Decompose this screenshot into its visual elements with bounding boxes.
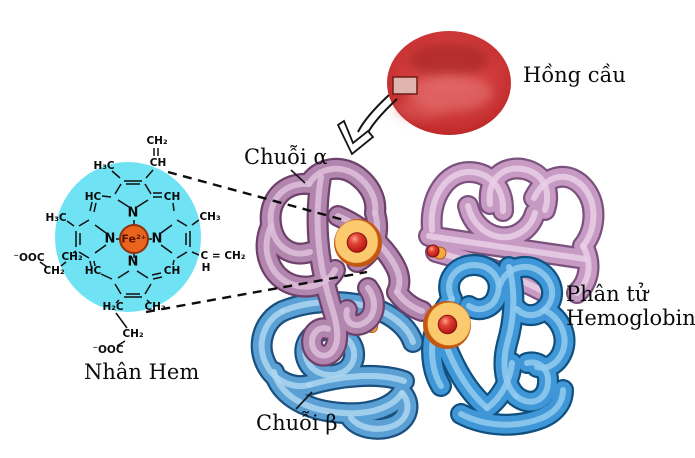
chem-label: CH bbox=[163, 264, 181, 277]
magnify-arrow bbox=[336, 94, 398, 156]
chem-label: H bbox=[201, 261, 211, 274]
chem-label: HC bbox=[84, 190, 102, 203]
label-red-blood-cell: Hồng cầu bbox=[523, 63, 626, 87]
chem-label: ⁻OOC bbox=[92, 343, 124, 356]
chem-label: H₂C bbox=[102, 300, 124, 313]
chem-label: CH₂ bbox=[146, 134, 168, 147]
red-blood-cell bbox=[387, 31, 511, 135]
label-hemoglobin-line2: Hemoglobin bbox=[566, 305, 695, 330]
chem-label: N bbox=[104, 231, 116, 247]
label-hemoglobin-line1: Phân tử bbox=[566, 282, 649, 306]
label-alpha-chain: Chuỗi α bbox=[244, 145, 328, 169]
chem-label: C = CH₂ bbox=[200, 249, 246, 262]
magnification-lines bbox=[145, 170, 368, 314]
chem-label: ⁻OOC bbox=[13, 251, 45, 264]
chem-label: CH₂ bbox=[122, 327, 144, 340]
chem-label: H₃C bbox=[45, 211, 67, 224]
heme-disk-beta bbox=[423, 301, 471, 349]
sample-region-box bbox=[392, 76, 418, 95]
chem-label: N bbox=[151, 231, 163, 247]
label-heme-group: Nhân Hem bbox=[84, 360, 200, 384]
chem-label: CH bbox=[163, 190, 181, 203]
heme-structure bbox=[39, 148, 201, 347]
chem-label: N bbox=[127, 205, 139, 221]
caption-leaders bbox=[290, 169, 313, 410]
chem-label: CH₂ bbox=[144, 300, 166, 313]
chem-label: CH₂ bbox=[43, 264, 65, 277]
iron-label: Fe²⁺ bbox=[121, 232, 147, 246]
chem-label: H₃C bbox=[93, 159, 115, 172]
label-hemoglobin-molecule: Phân tử Hemoglobin bbox=[566, 282, 695, 330]
chem-label: HC bbox=[84, 264, 102, 277]
chem-label: CH bbox=[149, 156, 167, 169]
heme-disk-alpha bbox=[334, 219, 382, 267]
chem-label: N bbox=[127, 254, 139, 270]
chem-label: CH₃ bbox=[199, 210, 221, 223]
chem-label: CH₂ bbox=[61, 250, 83, 263]
label-beta-chain: Chuỗi β bbox=[256, 411, 338, 435]
iron-atom bbox=[119, 224, 149, 254]
